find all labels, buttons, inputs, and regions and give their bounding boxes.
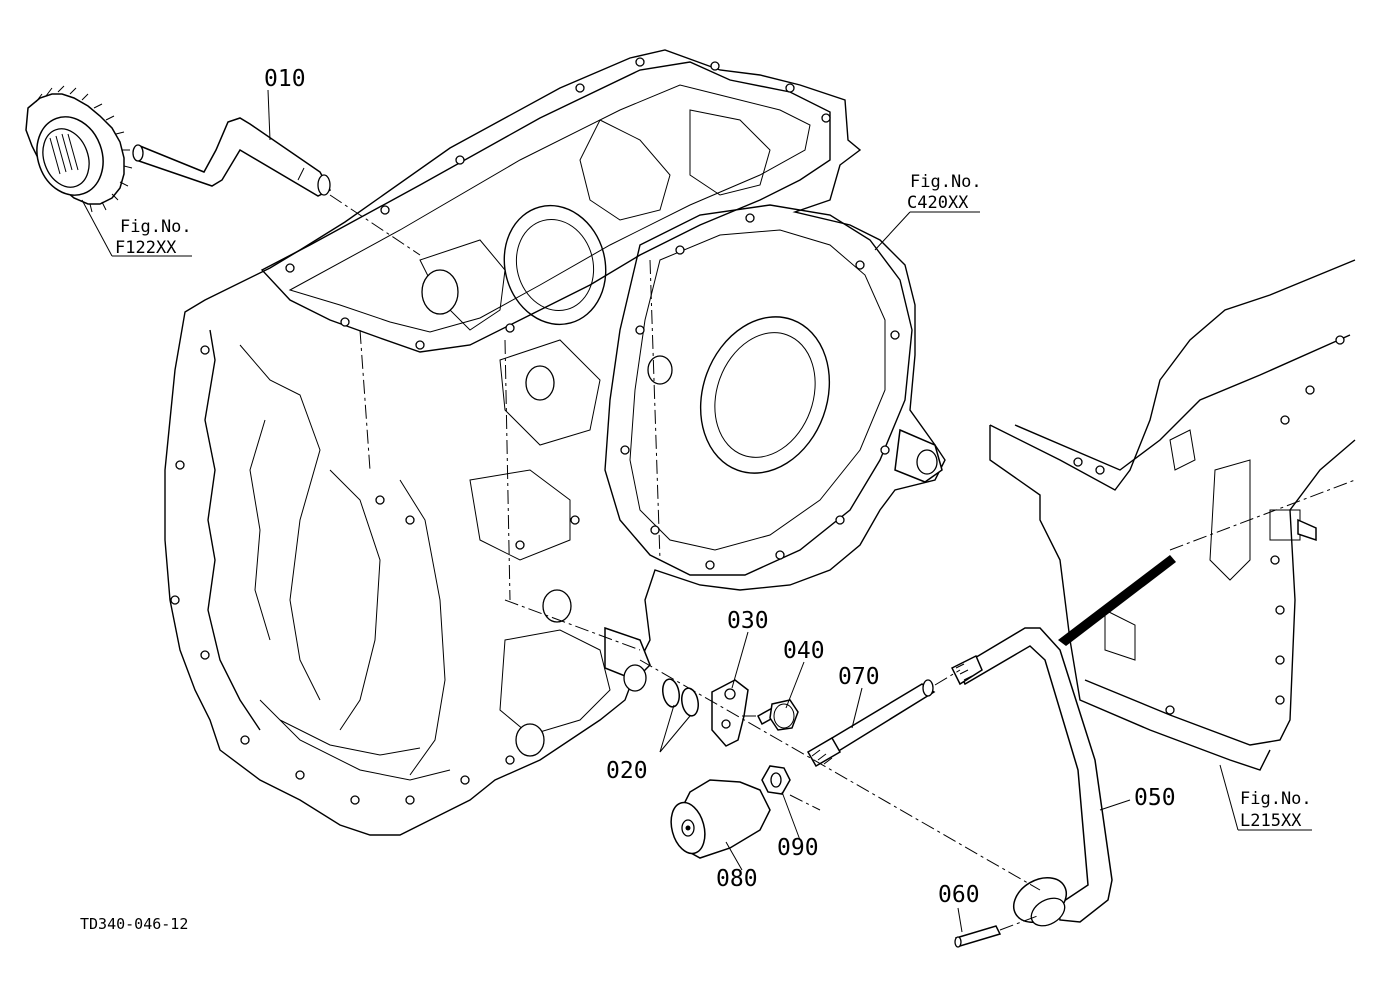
shaft-010: [132, 117, 421, 256]
knob-080: [670, 779, 771, 859]
fig-ref-l215-prefix: Fig.No.: [1240, 789, 1312, 809]
label-020: 020: [606, 758, 648, 784]
transmission-case: [164, 49, 946, 836]
assembly-center-lines: [639, 659, 1041, 891]
bolt-040: [757, 699, 799, 731]
label-080: 080: [716, 866, 758, 892]
fig-ref-l215: L215XX: [1240, 811, 1302, 831]
fig-ref-c420-prefix: Fig.No.: [910, 172, 982, 192]
frame-l215: [989, 259, 1356, 771]
fig-ref-c420: C420XX: [907, 193, 969, 213]
o-rings-020: [662, 678, 699, 717]
label-040: 040: [783, 638, 825, 664]
plate-030: [711, 679, 749, 747]
nut-090: [761, 765, 791, 795]
rod-050: [950, 627, 1113, 927]
label-050: 050: [1134, 785, 1176, 811]
pin-060: [954, 914, 1041, 948]
gear-f122: [25, 85, 133, 213]
shaft-070: [806, 679, 936, 768]
bolt-holes: [170, 57, 900, 805]
leader-lines: [81, 89, 1312, 933]
label-060: 060: [938, 882, 980, 908]
drawing-code: TD340-046-12: [80, 915, 188, 933]
fig-ref-f122: F122XX: [115, 238, 177, 258]
label-010: 010: [264, 66, 306, 92]
label-070: 070: [838, 664, 880, 690]
label-030: 030: [727, 608, 769, 634]
fig-ref-f122-prefix: Fig.No.: [120, 217, 192, 237]
label-090: 090: [777, 835, 819, 861]
